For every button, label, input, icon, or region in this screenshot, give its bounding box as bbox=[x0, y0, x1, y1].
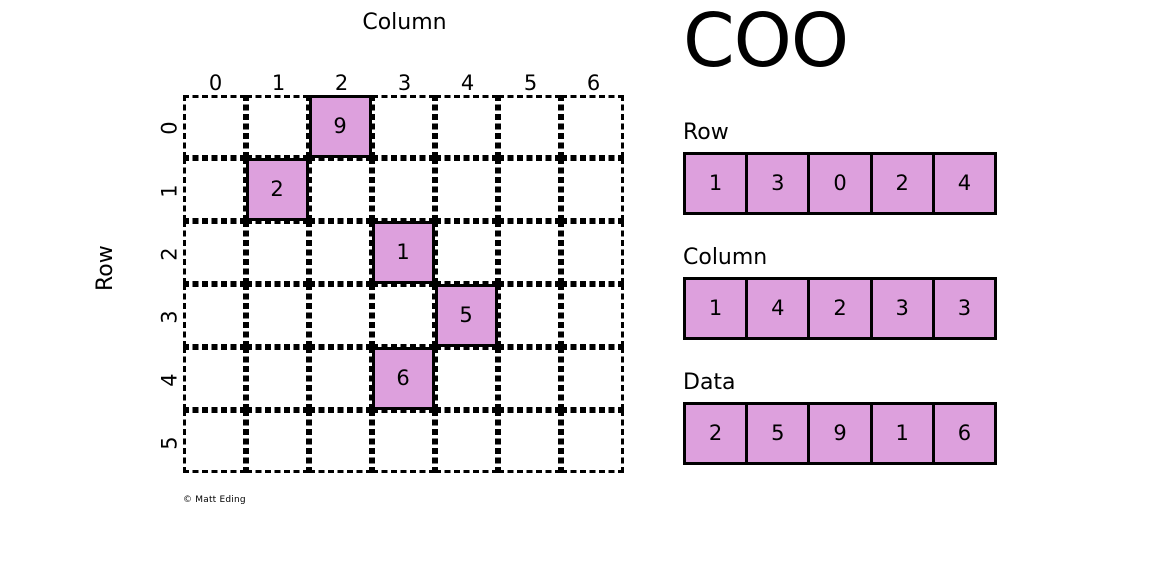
matrix-cell-filled-r1-c1: 2 bbox=[245, 157, 309, 221]
matrix-cell-empty-r5-c1 bbox=[245, 409, 309, 473]
column-tick-6: 6 bbox=[586, 71, 601, 95]
column-array-label: Column bbox=[683, 245, 768, 270]
matrix-cell-empty-r5-c6 bbox=[560, 409, 624, 473]
matrix-cell-empty-r3-c6 bbox=[560, 283, 624, 347]
matrix-cell-empty-r2-c0 bbox=[182, 220, 246, 284]
row-tick-4: 4 bbox=[158, 348, 182, 411]
column-array-cell-3: 3 bbox=[869, 277, 935, 340]
matrix-cell-empty-r1-c0 bbox=[182, 157, 246, 221]
column-array-cell-4: 3 bbox=[931, 277, 998, 340]
matrix-cell-empty-r2-c1 bbox=[245, 220, 309, 284]
row-tick-2: 2 bbox=[158, 222, 182, 285]
row-tick-label-4: 4 bbox=[157, 372, 182, 387]
row-tick-label-0: 0 bbox=[157, 120, 182, 135]
matrix-cell-empty-r4-c4 bbox=[434, 346, 498, 410]
column-tick-1: 1 bbox=[271, 71, 286, 95]
row-tick-label-1: 1 bbox=[157, 183, 182, 198]
row-tick-0: 0 bbox=[158, 96, 182, 159]
matrix-cell-empty-r0-c3 bbox=[371, 94, 435, 158]
matrix-cell-filled-r3-c4: 5 bbox=[434, 283, 498, 347]
credit-text: © Matt Eding bbox=[183, 495, 246, 505]
column-tick-2: 2 bbox=[334, 71, 349, 95]
row-array-cell-4: 4 bbox=[931, 152, 998, 215]
matrix-cell-empty-r0-c6 bbox=[560, 94, 624, 158]
matrix-cell-filled-r4-c3: 6 bbox=[371, 346, 435, 410]
matrix-cell-empty-r2-c6 bbox=[560, 220, 624, 284]
matrix-cell-filled-r0-c2: 9 bbox=[308, 94, 372, 158]
matrix-cell-empty-r3-c5 bbox=[497, 283, 561, 347]
matrix-cell-empty-r5-c4 bbox=[434, 409, 498, 473]
matrix-cell-empty-r0-c5 bbox=[497, 94, 561, 158]
data-array-label: Data bbox=[683, 370, 736, 395]
matrix-cell-empty-r1-c6 bbox=[560, 157, 624, 221]
data-array-cell-3: 1 bbox=[869, 402, 935, 465]
row-array-cell-1: 3 bbox=[745, 152, 811, 215]
row-tick-label-3: 3 bbox=[157, 309, 182, 324]
matrix-cell-empty-r0-c0 bbox=[182, 94, 246, 158]
matrix-cell-empty-r4-c6 bbox=[560, 346, 624, 410]
column-array-cell-1: 4 bbox=[745, 277, 811, 340]
column-tick-0: 0 bbox=[208, 71, 223, 95]
row-array-cell-0: 1 bbox=[683, 152, 749, 215]
data-array-cell-4: 6 bbox=[931, 402, 998, 465]
row-array-label: Row bbox=[683, 120, 729, 145]
matrix-cell-filled-r2-c3: 1 bbox=[371, 220, 435, 284]
row-array-cell-3: 2 bbox=[869, 152, 935, 215]
matrix-cell-empty-r0-c4 bbox=[434, 94, 498, 158]
data-array-cell-2: 9 bbox=[807, 402, 873, 465]
column-array-cell-0: 1 bbox=[683, 277, 749, 340]
column-array-cell-2: 2 bbox=[807, 277, 873, 340]
matrix-cell-empty-r0-c1 bbox=[245, 94, 309, 158]
matrix-cell-empty-r4-c5 bbox=[497, 346, 561, 410]
matrix-cell-empty-r1-c5 bbox=[497, 157, 561, 221]
column-tick-3: 3 bbox=[397, 71, 412, 95]
row-tick-label-2: 2 bbox=[157, 246, 182, 261]
matrix-cell-empty-r5-c0 bbox=[182, 409, 246, 473]
matrix-cell-empty-r2-c5 bbox=[497, 220, 561, 284]
matrix-cell-empty-r4-c1 bbox=[245, 346, 309, 410]
row-tick-3: 3 bbox=[158, 285, 182, 348]
row-array-cell-2: 0 bbox=[807, 152, 873, 215]
row-tick-5: 5 bbox=[158, 411, 182, 474]
matrix-cell-empty-r1-c3 bbox=[371, 157, 435, 221]
matrix-cell-empty-r3-c2 bbox=[308, 283, 372, 347]
matrix-cell-empty-r2-c4 bbox=[434, 220, 498, 284]
column-axis-title: Column bbox=[362, 10, 447, 35]
row-tick-1: 1 bbox=[158, 159, 182, 222]
matrix-cell-empty-r5-c2 bbox=[308, 409, 372, 473]
matrix-cell-empty-r1-c2 bbox=[308, 157, 372, 221]
coo-format-title: COO bbox=[683, 0, 849, 84]
matrix-cell-empty-r2-c2 bbox=[308, 220, 372, 284]
column-tick-4: 4 bbox=[460, 71, 475, 95]
column-tick-5: 5 bbox=[523, 71, 538, 95]
matrix-cell-empty-r4-c2 bbox=[308, 346, 372, 410]
matrix-cell-empty-r5-c3 bbox=[371, 409, 435, 473]
row-tick-labels: 0 1 2 3 4 5 bbox=[158, 96, 182, 474]
matrix-cell-empty-r3-c3 bbox=[371, 283, 435, 347]
row-axis-title: Row bbox=[93, 245, 118, 291]
column-tick-labels: 0 1 2 3 4 5 6 bbox=[184, 71, 625, 97]
data-array-cell-0: 2 bbox=[683, 402, 749, 465]
matrix-cell-empty-r1-c4 bbox=[434, 157, 498, 221]
data-array-cell-1: 5 bbox=[745, 402, 811, 465]
matrix-cell-empty-r3-c0 bbox=[182, 283, 246, 347]
matrix-cell-empty-r3-c1 bbox=[245, 283, 309, 347]
row-tick-label-5: 5 bbox=[157, 435, 182, 450]
matrix-cell-empty-r5-c5 bbox=[497, 409, 561, 473]
matrix-cell-empty-r4-c0 bbox=[182, 346, 246, 410]
